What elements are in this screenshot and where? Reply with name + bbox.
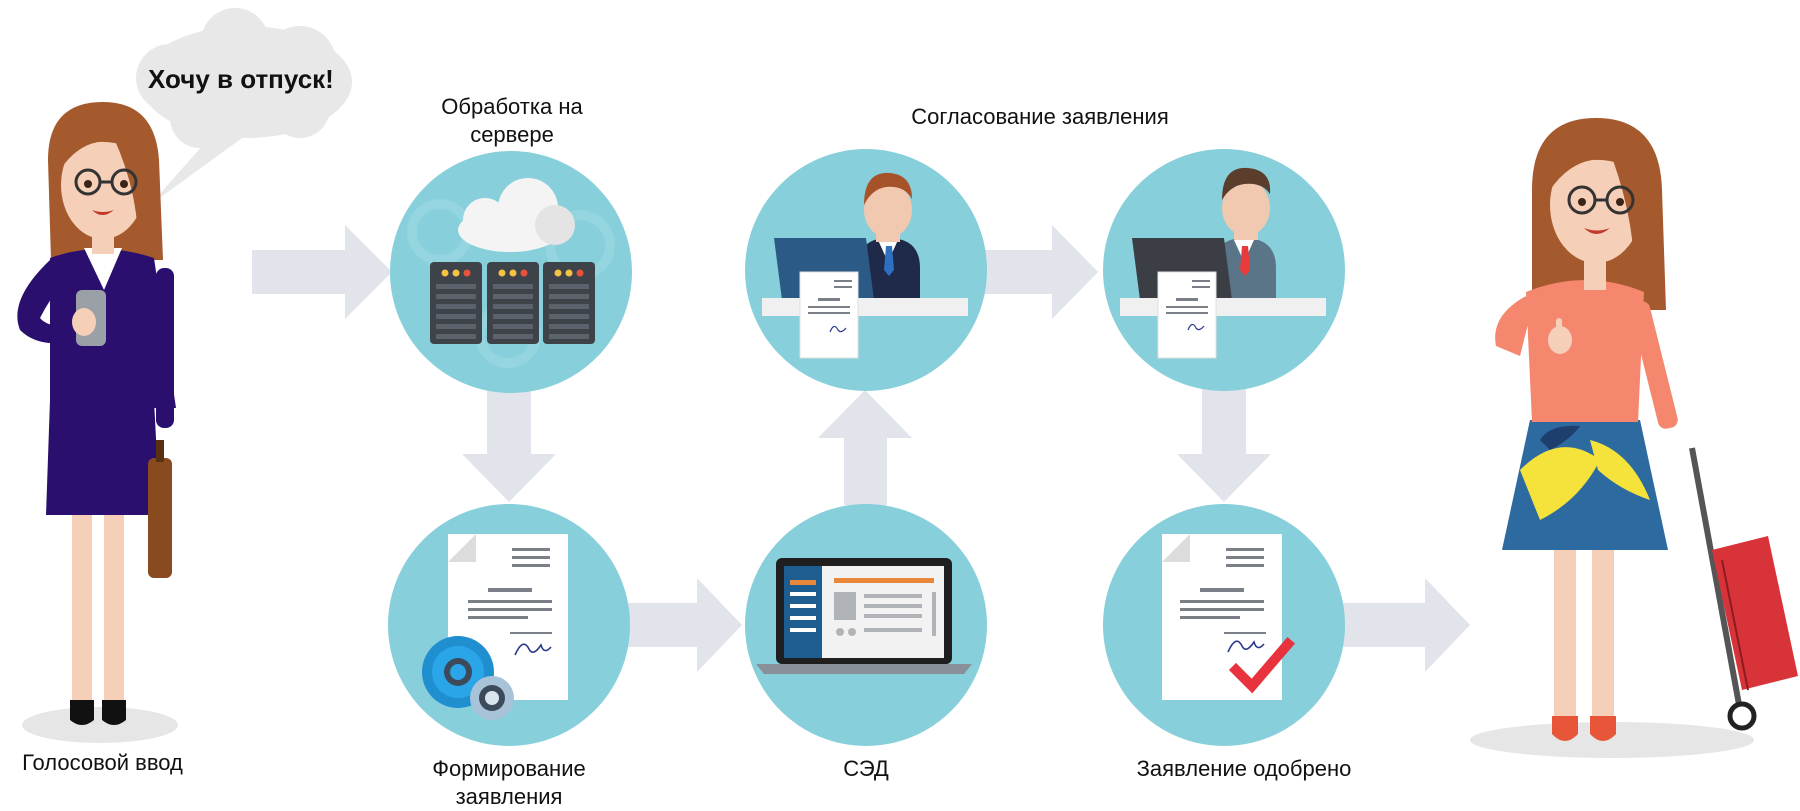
arrow-right-1 (252, 225, 392, 319)
speech-text: Хочу в отпуск! (148, 64, 334, 94)
approver1-icon (762, 172, 968, 359)
arrow-down-1 (462, 390, 556, 502)
label-approval-process: Согласование заявления (911, 104, 1169, 129)
arrow-right-4 (1342, 578, 1470, 672)
server-icon (407, 178, 615, 368)
arrow-right-3 (984, 225, 1098, 319)
arrow-down-2 (1177, 388, 1271, 502)
label-eds: СЭД (843, 756, 889, 781)
label-server-processing: Обработка на сервере (441, 94, 583, 147)
laptop-icon (756, 558, 972, 674)
arrow-up-1 (818, 390, 912, 505)
label-voice-input: Голосовой ввод (22, 750, 183, 775)
speech-bubble (136, 8, 352, 205)
label-approved: Заявление одобрено (1136, 756, 1352, 781)
approved-document-icon (1162, 534, 1296, 700)
woman-with-phone (17, 102, 178, 743)
document-gears-icon (422, 534, 568, 720)
arrow-right-2 (628, 578, 742, 672)
approver2-icon (1120, 167, 1326, 359)
label-form-application: Формирование заявления (432, 756, 586, 809)
woman-with-suitcase (1470, 118, 1798, 758)
